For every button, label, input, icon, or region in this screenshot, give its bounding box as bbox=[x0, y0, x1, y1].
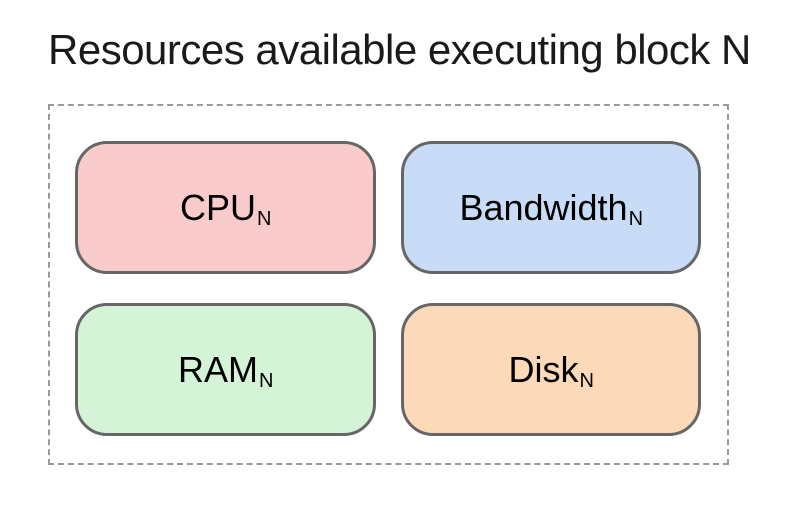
resource-subscript-ram: N bbox=[259, 370, 274, 392]
diagram-title: Resources available executing block N bbox=[48, 26, 751, 73]
resource-label-ram: RAM bbox=[178, 348, 259, 390]
resource-label-cpu: CPU bbox=[180, 186, 257, 228]
resource-subscript-cpu: N bbox=[257, 208, 272, 230]
resource-subscript-disk: N bbox=[579, 370, 594, 392]
resource-label-disk: Disk bbox=[508, 348, 579, 390]
resource-label-bandwidth: Bandwidth bbox=[459, 186, 628, 228]
resource-subscript-bandwidth: N bbox=[628, 208, 644, 230]
